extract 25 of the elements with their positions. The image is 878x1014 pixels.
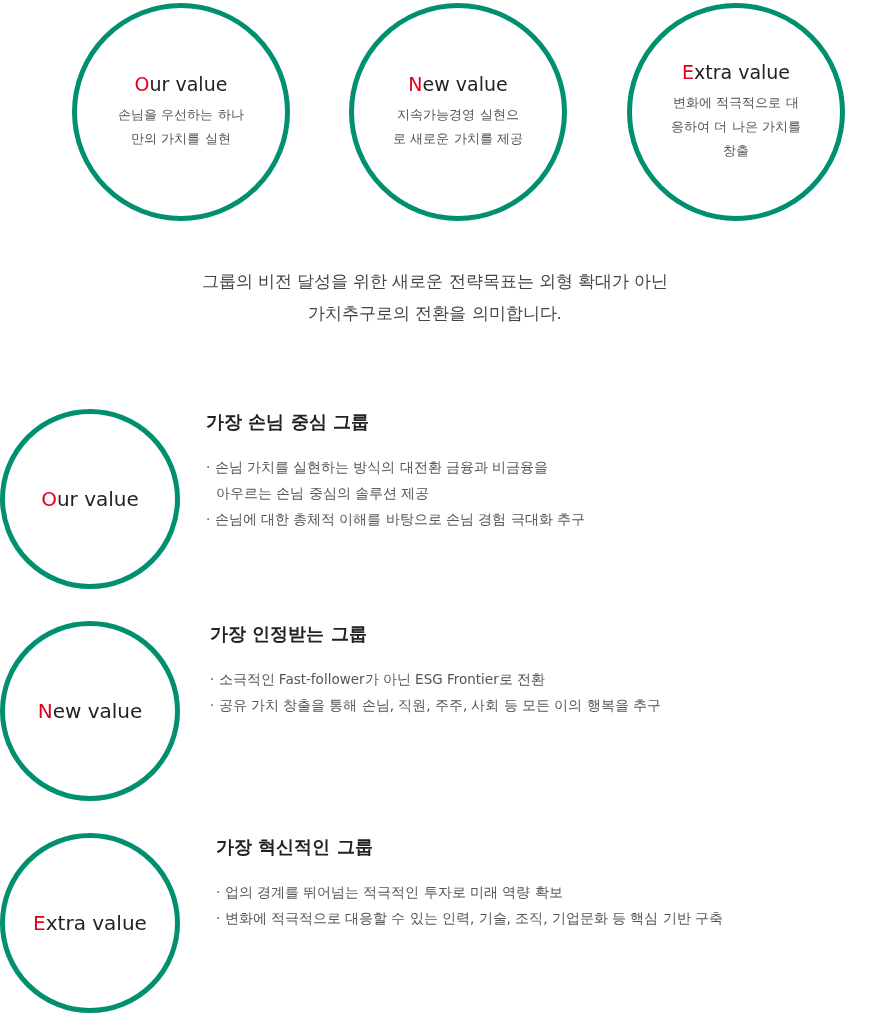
bullet-item: · 공유 가치 창출을 통해 손님, 직원, 주주, 사회 등 모든 이의 행복을 추구 <box>210 696 662 715</box>
circle-title: New value <box>408 73 508 95</box>
section-heading: 가장 인정받는 그룹 <box>210 622 367 646</box>
value-circle <box>72 3 290 221</box>
bullet-item: · 업의 경계를 뛰어넘는 적극적인 투자로 미래 역량 확보 <box>216 883 564 902</box>
section-heading: 가장 혁신적인 그룹 <box>216 835 373 859</box>
value-circle <box>349 3 567 221</box>
bullet-item: · 손님 가치를 실현하는 방식의 대전환 금융과 비금융을 아우르는 손님 중심의 솔루션 제공 <box>206 458 550 503</box>
circle-title: New value <box>37 699 143 723</box>
value-circle <box>0 621 180 801</box>
value-circle <box>627 3 845 221</box>
circle-title: Our value <box>134 73 228 95</box>
bullet-item: · 변화에 적극적으로 대응할 수 있는 인력, 기술, 조직, 기업문화 등 핵심 기반 구축 <box>216 909 724 928</box>
bullet-item: · 소극적인 Fast-follower가 아닌 ESG Frontier로 전환 <box>210 670 547 689</box>
circle-text: 손님을 우선하는 하나만의 가치를 실현 <box>117 106 245 148</box>
circle-text: 변화에 적극적으로 대응하여 더 나은 가치를 창출 <box>671 94 801 160</box>
circle-text: 지속가능경영 실현으로 새로운 가치를 제공 <box>393 106 523 148</box>
circle-title: Extra value <box>33 911 147 935</box>
statement-text: 그룹의 비전 달성을 위한 새로운 전략목표는 외형 확대가 아닌 가치추구로의 전환을 의미합니다. <box>200 271 670 325</box>
value-circle <box>0 409 180 589</box>
section-heading: 가장 손님 중심 그룹 <box>206 410 369 434</box>
value-circle <box>0 833 180 1013</box>
bullet-item: · 손님에 대한 총체적 이해를 바탕으로 손님 경험 극대화 추구 <box>206 510 586 529</box>
circle-title: Extra value <box>681 61 791 83</box>
circle-title: Our value <box>41 487 139 511</box>
